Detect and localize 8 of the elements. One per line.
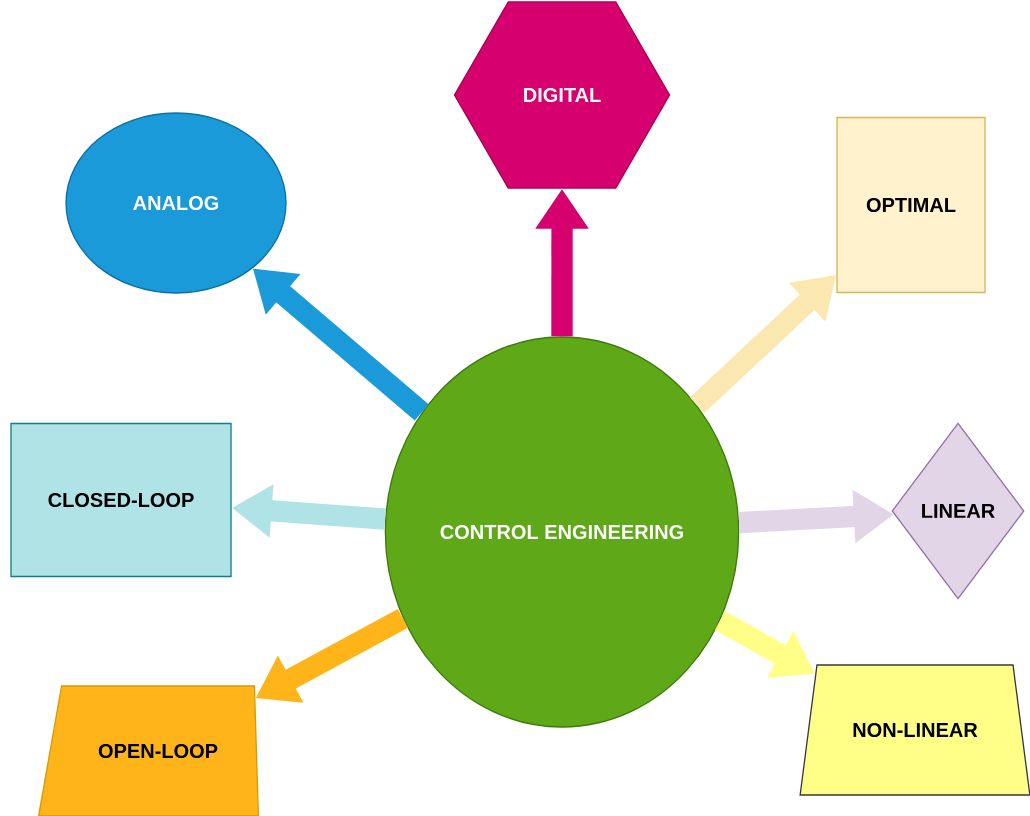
ellipse-node: CONTROL ENGINEERING (384, 336, 740, 728)
rectangle-node: CLOSED-LOOP (10, 422, 232, 578)
hexagon-node: DIGITAL (453, 1, 671, 189)
trapezoid-node: NON-LINEAR (799, 664, 1030, 796)
ellipse-node: ANALOG (65, 112, 287, 294)
rectangle-node: OPTIMAL (836, 116, 986, 294)
diamond-node: LINEAR (891, 422, 1025, 600)
parallelogram-node: OPEN-LOOP (37, 685, 260, 816)
